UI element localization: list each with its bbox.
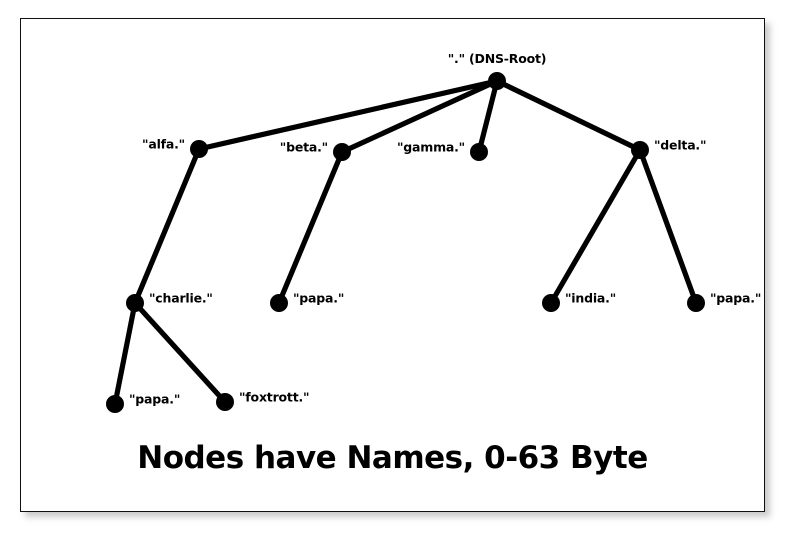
tree-edge [196, 78, 500, 152]
tree-node-delta [631, 141, 649, 159]
edges-layer [112, 78, 699, 407]
tree-node-beta [333, 143, 351, 161]
nodes-layer [106, 72, 705, 413]
node-label-charlie: "charlie." [149, 290, 213, 306]
node-label-alfa: "alfa." [142, 136, 185, 152]
node-label-beta: "beta." [279, 139, 328, 155]
node-label-india: "india." [565, 290, 617, 306]
tree-edge [276, 149, 345, 306]
node-label-gamma: "gamma." [396, 139, 465, 155]
node-label-papa_delta: "papa." [710, 290, 762, 306]
tree-node-papa_delta [687, 294, 705, 312]
tree-node-alfa [190, 140, 208, 158]
tree-edge [132, 300, 228, 405]
tree-edge [494, 78, 643, 153]
tree-edge [476, 78, 500, 155]
node-label-papa_char: "papa." [129, 391, 181, 407]
tree-node-charlie [126, 294, 144, 312]
tree-node-gamma [470, 143, 488, 161]
tree-edge [548, 147, 643, 306]
tree-node-papa_char [106, 395, 124, 413]
tree-node-papa_beta [270, 294, 288, 312]
node-label-delta: "delta." [654, 137, 707, 153]
tree-node-root [488, 72, 506, 90]
tree-edge [339, 78, 500, 155]
tree-edge [637, 147, 699, 306]
node-label-papa_beta: "papa." [293, 290, 345, 306]
node-label-foxtrott: "foxtrott." [239, 389, 310, 405]
tree-edge [132, 146, 202, 306]
figure-caption: Nodes have Names, 0-63 Byte [137, 440, 648, 476]
node-label-root: "." (DNS-Root) [447, 51, 547, 66]
tree-node-india [542, 294, 560, 312]
tree-edge [112, 300, 138, 407]
slide-frame [20, 18, 765, 512]
tree-node-foxtrott [216, 393, 234, 411]
